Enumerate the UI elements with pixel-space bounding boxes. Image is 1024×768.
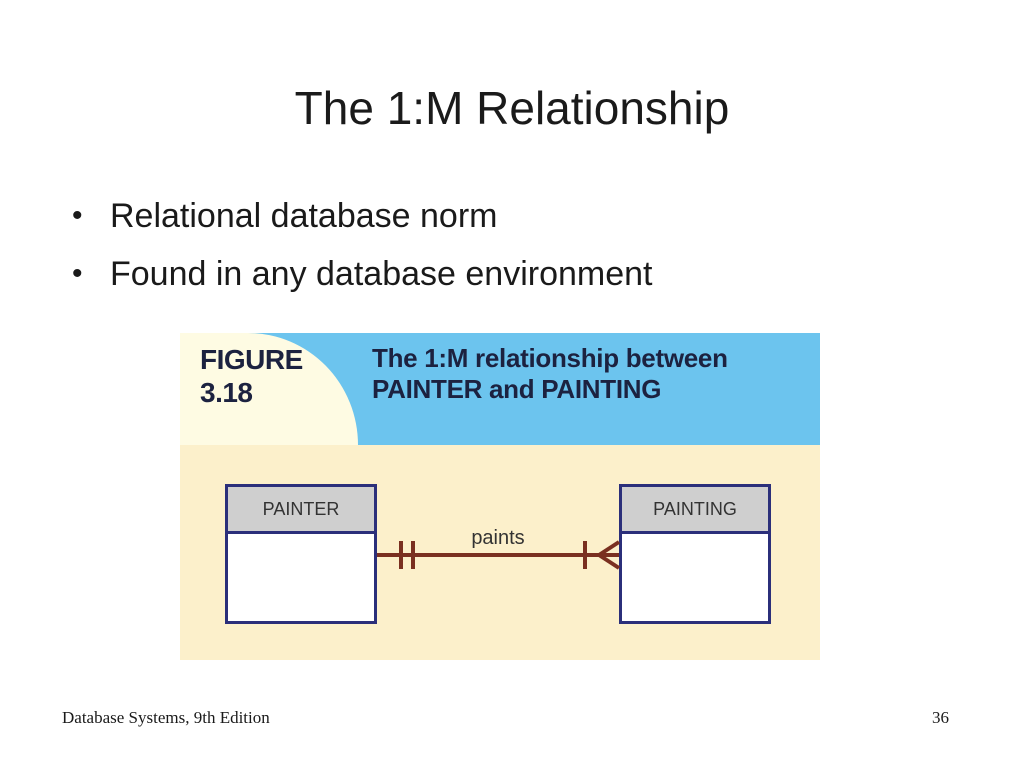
bullet-dot-icon: • (72, 199, 83, 232)
bullet-list: • Relational database norm • Found in an… (72, 196, 652, 312)
bullet-item: • Found in any database environment (72, 254, 652, 294)
bullet-dot-icon: • (72, 257, 83, 290)
entity-painting: PAINTING (619, 484, 771, 624)
slide-title: The 1:M Relationship (294, 82, 730, 134)
entity-painter-name: PAINTER (228, 487, 374, 534)
figure-label: FIGURE 3.18 (200, 344, 303, 408)
crows-foot-lower (597, 553, 621, 570)
relationship-label: paints (471, 527, 524, 549)
figure-caption: The 1:M relationship between PAINTER and… (372, 343, 728, 404)
relationship-connector: paints (377, 527, 621, 570)
crows-foot-upper (597, 540, 621, 557)
entity-painter: PAINTER (225, 484, 377, 624)
footer-source: Database Systems, 9th Edition (62, 708, 270, 727)
figure-header: FIGURE 3.18 The 1:M relationship between… (180, 333, 820, 445)
er-figure: FIGURE 3.18 The 1:M relationship between… (180, 333, 820, 660)
entity-painting-name: PAINTING (622, 487, 768, 534)
page-number: 36 (932, 708, 949, 727)
bullet-item: • Relational database norm (72, 196, 652, 236)
bullet-text: Relational database norm (110, 197, 498, 235)
bullet-text: Found in any database environment (110, 255, 653, 293)
